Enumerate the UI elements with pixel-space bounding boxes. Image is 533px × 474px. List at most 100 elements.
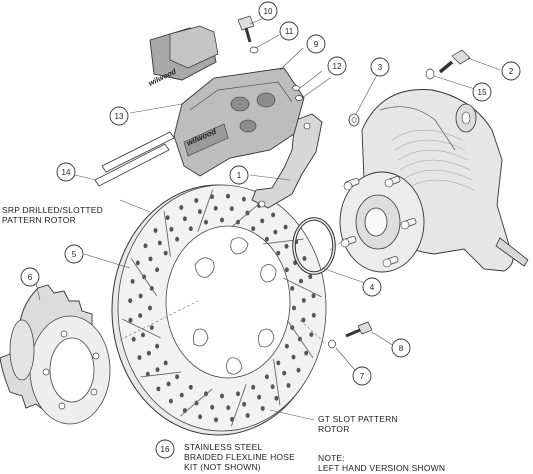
- o-ring: [292, 217, 336, 275]
- rotor-hole: [257, 394, 262, 400]
- rotor-hole: [284, 343, 289, 349]
- rotor-hole: [148, 256, 153, 262]
- wheel-hub: [339, 171, 425, 273]
- rotor-hole: [308, 274, 313, 280]
- callout-5-number: 5: [72, 250, 77, 259]
- srp-rotor-label-line2: PATTERN ROTOR: [2, 215, 76, 225]
- rotor-hole: [163, 360, 168, 366]
- rotor-hole: [175, 374, 180, 380]
- hose-kit-label: STAINLESS STEEL BRAIDED FLEXLINE HOSE KI…: [184, 442, 295, 472]
- rotor-hole: [241, 196, 246, 202]
- rotor-hole: [214, 417, 218, 423]
- rotor-hole: [299, 278, 303, 284]
- rotor-hole: [264, 374, 269, 380]
- callout-7: 7: [352, 366, 372, 386]
- rotor-hole: [179, 205, 184, 210]
- callout-3: 3: [370, 57, 390, 77]
- caliper: wilwood: [173, 67, 305, 177]
- rotor-hole: [156, 386, 161, 392]
- note-label-line2: LEFT HAND VERSION SHOWN: [318, 463, 446, 473]
- callout-3-circle: [370, 57, 390, 77]
- rotor-hole: [282, 370, 287, 376]
- callout-5-circle: [64, 244, 84, 264]
- callout-4: 4: [362, 277, 382, 297]
- callout-16: 16: [155, 439, 175, 459]
- rotor-hole: [138, 313, 143, 318]
- callout-13: 13: [109, 106, 129, 126]
- rotor-hole: [197, 209, 202, 215]
- rotor-slot: [197, 189, 214, 232]
- bolt-2: [438, 49, 471, 74]
- caliper-bracket: [251, 113, 323, 209]
- callout-6-circle: [20, 267, 40, 287]
- callout-15: 15: [472, 82, 492, 102]
- rotor-hole: [168, 398, 173, 404]
- rotor-slot: [231, 199, 264, 228]
- callout-2-circle: [501, 61, 521, 81]
- callout-12-circle: [327, 56, 347, 76]
- callout-9-circle: [306, 34, 326, 54]
- callout-16-number: 16: [161, 445, 170, 454]
- rotor-hole: [264, 236, 269, 242]
- callout-8: 8: [391, 338, 411, 358]
- rotor-slot: [130, 258, 158, 296]
- callout-1-circle: [229, 165, 249, 185]
- rotor-hole: [296, 367, 301, 373]
- rotor-hole: [276, 360, 281, 366]
- rotor-hole: [311, 312, 316, 318]
- pad-shims: [94, 131, 175, 187]
- rotor-hole: [213, 205, 218, 211]
- callout-9: 9: [306, 34, 326, 54]
- rotor-hole: [143, 243, 148, 249]
- rotor-hole: [153, 228, 158, 233]
- callout-4-circle: [362, 277, 382, 297]
- rotor-hole: [274, 395, 279, 401]
- rotor: [111, 184, 327, 436]
- callout-12-number: 12: [333, 62, 342, 71]
- rotor-hole: [302, 256, 307, 261]
- callout-14: 14: [56, 162, 76, 182]
- rotor-hole: [165, 215, 170, 221]
- rotor-hole: [271, 212, 276, 218]
- rotor-hole: [220, 393, 224, 399]
- rotor-hole: [204, 219, 208, 225]
- rotor-hole: [166, 381, 171, 387]
- callout-11-number: 11: [285, 27, 294, 36]
- rotor-hole: [229, 206, 234, 212]
- rotor-hole: [283, 224, 288, 230]
- rotor-hole: [130, 279, 135, 284]
- gt-rotor-label-line2: ROTOR: [318, 424, 350, 434]
- callout-8-number: 8: [399, 344, 404, 353]
- rotor-hole: [155, 267, 160, 273]
- bolt-10: [237, 15, 255, 43]
- rotor-hat: [0, 284, 111, 425]
- rotor-hole: [301, 317, 306, 323]
- rotor-slots: [122, 189, 322, 427]
- rotor-hat-scallops: [192, 237, 277, 375]
- rotor-slot: [140, 371, 181, 378]
- rotor-hole: [128, 317, 133, 323]
- rotor-slot: [263, 238, 304, 245]
- assembly-lines: [119, 239, 345, 345]
- rotor-hole: [138, 293, 143, 299]
- washer-15: [425, 68, 435, 80]
- rotor-hole: [251, 384, 256, 390]
- rotor-hole: [194, 198, 199, 203]
- rotor-hole: [276, 250, 281, 256]
- rotor-hole: [155, 343, 160, 349]
- callout-10: 10: [258, 1, 278, 21]
- rotor-hole: [128, 298, 133, 304]
- callout-7-circle: [352, 366, 372, 386]
- rotor-slot: [180, 388, 213, 417]
- rotor-hole: [236, 391, 240, 397]
- callout-1: 1: [229, 165, 249, 185]
- rotor-hole: [273, 229, 278, 235]
- callout-6: 6: [20, 267, 40, 287]
- callout-4-number: 4: [370, 283, 375, 292]
- gt-rotor-label-line1: GT SLOT PATTERN: [318, 414, 398, 424]
- callout-10-number: 10: [264, 7, 273, 16]
- rotor-hole: [179, 392, 184, 398]
- rotor-hole: [145, 371, 150, 377]
